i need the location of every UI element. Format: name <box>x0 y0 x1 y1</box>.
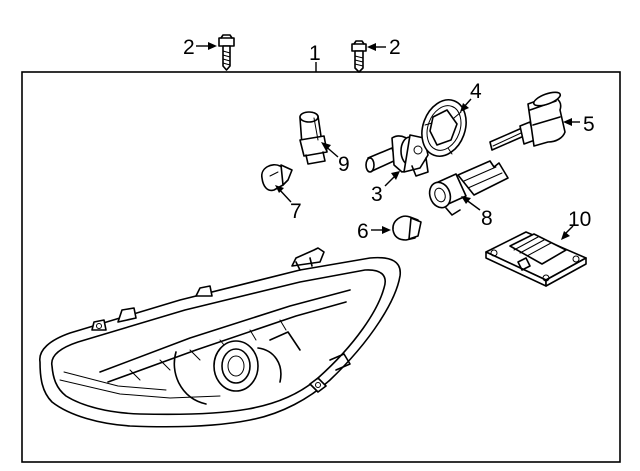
callout-8-label: 8 <box>481 207 493 230</box>
headlamp-assembly-icon[interactable] <box>39 247 401 428</box>
low-beam-bulb-icon[interactable] <box>365 134 429 177</box>
ballast-module-icon[interactable] <box>485 231 587 287</box>
callout-6-label: 6 <box>357 220 369 243</box>
callout-1-label: 1 <box>309 42 321 65</box>
side-marker-bulb-icon[interactable] <box>261 163 293 192</box>
assembly-frame <box>21 71 621 463</box>
callout-2-right-label: 2 <box>389 36 401 59</box>
hid-bulb-icon[interactable] <box>489 90 566 151</box>
callout-2-right[interactable]: 2 <box>367 36 401 59</box>
callout-4[interactable]: 4 <box>460 80 482 112</box>
callout-9-label: 9 <box>338 153 350 176</box>
turn-signal-bulb-icon[interactable] <box>392 215 422 241</box>
bulb-socket-icon[interactable] <box>426 160 509 216</box>
bolt-icon[interactable] <box>218 34 235 71</box>
callout-2-left-label: 2 <box>183 36 195 59</box>
callout-7-label: 7 <box>290 200 302 223</box>
high-beam-bulb-icon[interactable] <box>299 111 328 165</box>
callout-3[interactable]: 3 <box>371 171 400 206</box>
bolt-icon-right[interactable] <box>351 40 367 73</box>
callout-10-label: 10 <box>568 208 591 231</box>
callout-2-left[interactable]: 2 <box>183 36 217 59</box>
callout-3-label: 3 <box>371 183 383 206</box>
callout-4-label: 4 <box>470 80 482 103</box>
callout-9[interactable]: 9 <box>321 142 350 176</box>
callout-7[interactable]: 7 <box>275 185 302 223</box>
callout-6[interactable]: 6 <box>357 220 391 243</box>
callout-10[interactable]: 10 <box>561 208 591 240</box>
callout-1[interactable]: 1 <box>309 42 321 72</box>
callout-5-label: 5 <box>583 113 595 136</box>
callout-8[interactable]: 8 <box>461 196 493 230</box>
dust-cover-icon[interactable] <box>414 94 473 163</box>
callout-5[interactable]: 5 <box>563 113 595 136</box>
